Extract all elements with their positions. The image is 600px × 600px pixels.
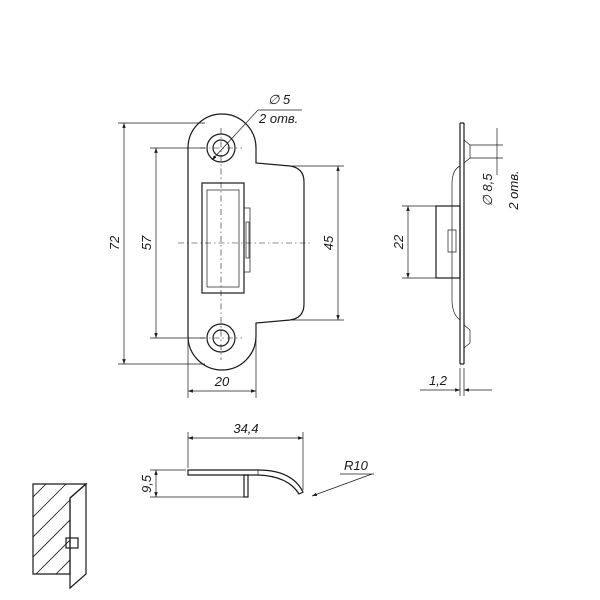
tab-length-label: 34,4 [233, 421, 258, 436]
strike-window-outer [201, 182, 245, 294]
side-housing [451, 165, 461, 321]
side-latch-tab [435, 205, 461, 279]
hole-leader [211, 109, 259, 161]
side-hole-bottom [463, 324, 471, 349]
top-view: 34,4 9,5 R10 [139, 421, 374, 498]
side-hole-diameter-label: ∅ 8,5 [480, 173, 495, 207]
hole-count-label: 2 отв. [258, 111, 298, 126]
tab-height-label: 22 [391, 234, 406, 250]
hole-diameter-label: ∅ 5 [268, 92, 291, 107]
mounting-hole-bottom [206, 323, 236, 353]
latch-tongue [243, 207, 251, 273]
hole-spacing-label: 57 [139, 235, 154, 250]
side-hole-count-label: 2 отв. [506, 170, 521, 210]
latch-tongue-inner [245, 221, 250, 259]
wall-hatch-6 [44, 539, 86, 574]
wall-hatch-5 [33, 519, 86, 574]
top-prong [243, 474, 249, 498]
lip-height-label: 9,5 [139, 474, 154, 493]
top-plate-profile [187, 469, 304, 495]
side-latch-slot [447, 229, 457, 253]
plate-thickness-label: 1,2 [429, 373, 448, 388]
plate-width-label: 20 [214, 374, 230, 389]
radius-leader [311, 473, 373, 497]
height-total-label: 72 [107, 235, 122, 250]
installation-icon [32, 482, 88, 590]
wall-hatch-3 [33, 484, 86, 551]
side-view: ∅ 8,5 2 отв. 22 1,2 [391, 122, 521, 396]
strike-mark [65, 537, 79, 549]
front-view: ∅ 5 2 отв. 72 57 45 20 [107, 92, 344, 398]
strike-window-inner [206, 189, 240, 288]
wall-hatch-1 [33, 484, 51, 511]
strike-plate-outline [187, 113, 305, 371]
wall-hatch-4 [33, 499, 86, 571]
side-hole-top [463, 139, 471, 164]
radius-label: R10 [344, 458, 369, 473]
wall-hatch-2 [33, 484, 71, 531]
door-leaf [69, 482, 87, 590]
window-height-label: 45 [321, 235, 336, 250]
